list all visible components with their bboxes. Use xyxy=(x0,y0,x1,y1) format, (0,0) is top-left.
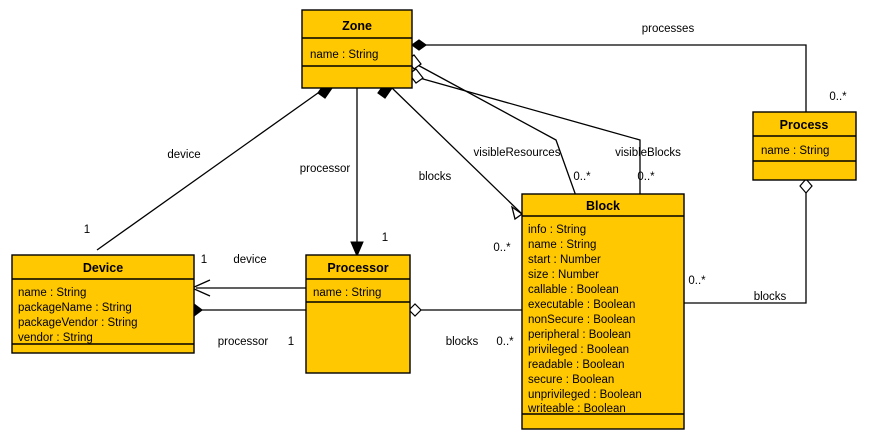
multiplicity-block-visibleresources: 0..* xyxy=(573,171,591,183)
edge-line-blocks-from-zone xyxy=(391,87,523,215)
multiplicity-block-left-bottom: 0..* xyxy=(496,336,514,348)
block-attr-name: name : String xyxy=(528,239,596,251)
class-box-zone[interactable]: Zone name : String xyxy=(301,9,413,89)
edge-label-visibleresources: visibleResources xyxy=(474,147,561,159)
multiplicity-processor-top: 1 xyxy=(382,232,388,244)
multiplicity-block-left: 0..* xyxy=(493,242,511,254)
device-box-rect xyxy=(11,254,195,354)
device-attr-vendor: vendor : String xyxy=(18,332,93,344)
edge-zone-visibleblocks-block: visibleBlocks 0..* xyxy=(408,68,681,196)
edge-label-blocks-from-zone: blocks xyxy=(419,171,452,183)
block-attr-executable: executable : Boolean xyxy=(528,299,635,311)
block-attr-privileged: privileged : Boolean xyxy=(528,344,629,356)
block-title: Block xyxy=(586,199,620,213)
device-attr-packagename: packageName : String xyxy=(18,302,132,314)
edge-process-blocks-block: blocks 0..* xyxy=(684,178,813,304)
block-attr-nonsecure: nonSecure : Boolean xyxy=(528,314,635,326)
edge-label-visibleblocks: visibleBlocks xyxy=(615,147,681,159)
edge-processor-device-device: device 1 xyxy=(190,254,306,297)
multiplicity-device-right: 1 xyxy=(201,254,207,266)
device-attr-packagevendor: packageVendor : String xyxy=(18,317,138,329)
edge-label-blocks-from-process: blocks xyxy=(754,291,787,303)
block-attr-callable: callable : Boolean xyxy=(528,284,619,296)
edge-processor-blocks-block: blocks 0..* xyxy=(408,303,522,348)
process-attr-name: name : String xyxy=(761,145,829,157)
process-box-rect xyxy=(752,111,857,181)
block-attr-writeable: writeable : Boolean xyxy=(527,403,626,415)
multiplicity-device-top: 1 xyxy=(84,224,90,236)
hollow-diamond-processor-blocks xyxy=(408,303,422,317)
block-attr-size: size : Number xyxy=(528,269,599,281)
multiplicity-block-right: 0..* xyxy=(688,275,706,287)
edge-zone-visibleresources-block: visibleResources 0..* xyxy=(406,54,591,197)
device-attr-name: name : String xyxy=(18,287,86,299)
edge-label-processor-from-device: processor xyxy=(218,336,269,348)
edge-line-visibleblocks xyxy=(415,76,641,196)
processor-title: Processor xyxy=(327,261,388,275)
class-box-process[interactable]: Process name : String xyxy=(752,111,857,181)
multiplicity-processor-left-bottom: 1 xyxy=(288,336,294,348)
class-box-device[interactable]: Device name : String packageName : Strin… xyxy=(11,254,195,354)
edge-line-blocks-from-process xyxy=(684,189,807,304)
class-box-processor[interactable]: Processor name : String xyxy=(305,254,411,374)
edge-zone-device-device: device 1 xyxy=(84,82,333,251)
hollow-diamond-process-blocks xyxy=(799,178,813,194)
zone-title: Zone xyxy=(342,19,372,33)
device-title: Device xyxy=(83,261,123,275)
edge-label-device-from-zone: device xyxy=(167,149,200,161)
edge-device-processor-processor: processor 1 xyxy=(185,303,306,348)
edge-zone-processor-processor: processor 1 xyxy=(300,88,388,258)
edge-line-processes xyxy=(412,44,807,112)
edge-label-blocks-from-processor: blocks xyxy=(446,336,479,348)
edge-zone-processes-process: processes 0..* xyxy=(410,23,847,112)
edge-label-processor-from-zone: processor xyxy=(300,163,351,175)
edge-line-visibleresources xyxy=(413,62,577,197)
block-attr-info: info : String xyxy=(528,224,586,236)
class-box-block[interactable]: Block info : String name : String start … xyxy=(521,193,685,430)
zone-attr-name: name : String xyxy=(310,49,378,61)
multiplicity-process-top: 0..* xyxy=(829,91,847,103)
zone-box-rect xyxy=(301,9,413,89)
edge-label-processes: processes xyxy=(642,23,695,35)
arrowhead-zone-processor xyxy=(350,241,364,258)
edge-zone-blocks-block: blocks 0..* xyxy=(377,82,524,254)
multiplicity-block-visibleblocks: 0..* xyxy=(637,171,655,183)
edge-label-device-from-processor: device xyxy=(233,254,266,266)
processor-attr-name: name : String xyxy=(313,287,381,299)
arrowhead-zone-blocks xyxy=(510,205,524,221)
process-title: Process xyxy=(780,118,829,132)
block-attr-unprivileged: unprivileged : Boolean xyxy=(528,389,642,401)
processor-box-rect xyxy=(305,254,411,374)
block-attr-readable: readable : Boolean xyxy=(528,359,625,371)
edge-line-device-from-zone xyxy=(96,87,326,251)
block-box-rect xyxy=(521,193,685,430)
filled-diamond-zone-processes xyxy=(410,39,428,51)
block-attr-peripheral: peripheral : Boolean xyxy=(528,329,631,341)
block-attr-secure: secure : Boolean xyxy=(528,374,614,386)
block-attr-start: start : Number xyxy=(528,254,601,266)
